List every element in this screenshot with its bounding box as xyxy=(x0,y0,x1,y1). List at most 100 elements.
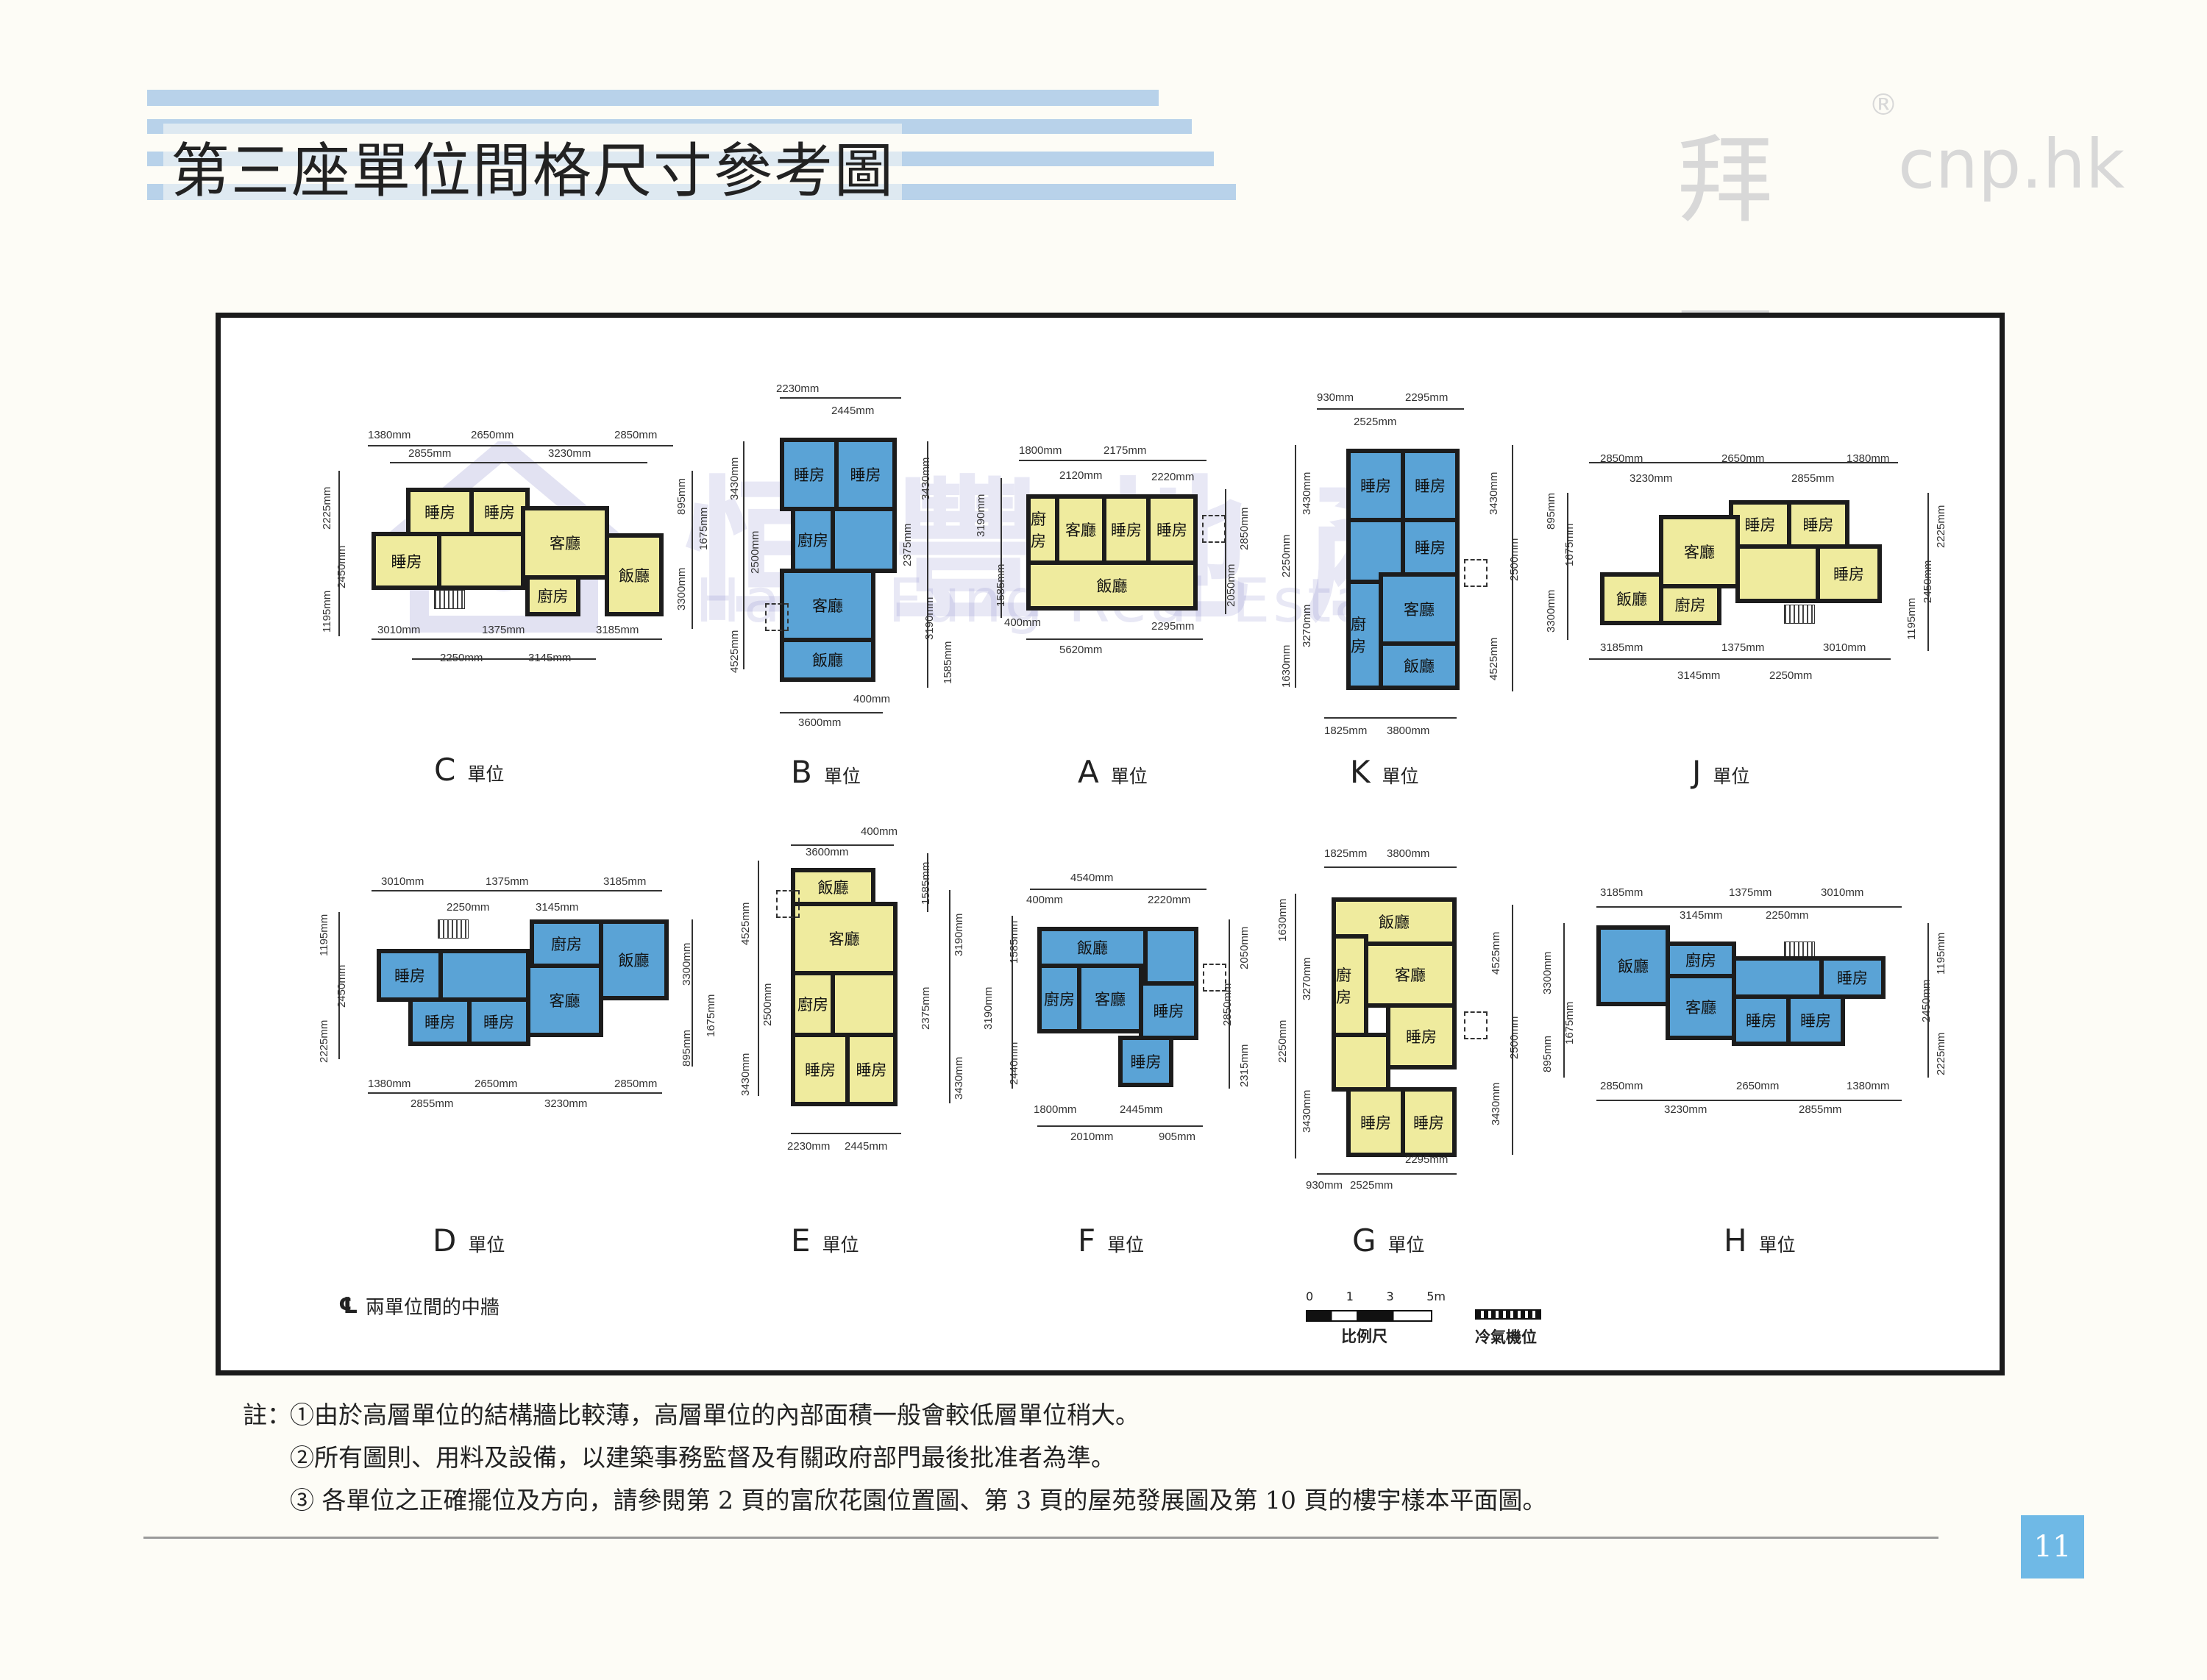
dim-label: 3010mm xyxy=(381,875,424,888)
dim-label: 3145mm xyxy=(536,901,579,914)
bedroom: 睡房 xyxy=(1346,449,1405,522)
ac-grille xyxy=(434,590,465,609)
corridor xyxy=(437,532,525,590)
dim-label: 3185mm xyxy=(596,624,639,636)
living-room: 客廳 xyxy=(1077,964,1143,1033)
dim-label: 1675mm xyxy=(705,994,717,1037)
dim-label: 2250mm xyxy=(1276,1019,1289,1063)
dim-label: 2250mm xyxy=(1280,534,1293,577)
dim-label: 3010mm xyxy=(1821,886,1864,899)
dining-room: 飯廳 xyxy=(791,868,875,906)
dim-label: 1675mm xyxy=(697,507,710,550)
dim-label: 3300mm xyxy=(1545,589,1557,633)
scale-ticks: 0 1 3 5m xyxy=(1306,1289,1446,1303)
dim-label: 1375mm xyxy=(486,875,529,888)
ac-grille xyxy=(438,919,469,939)
dim-label: 1585mm xyxy=(1008,920,1020,964)
scale-tick: 0 xyxy=(1306,1289,1314,1303)
dim-label: 3230mm xyxy=(1630,472,1673,485)
note-item: ③ 各單位之正確擺位及方向，請參閱第 2 頁的富欣花園位置圖、第 3 頁的屋苑發… xyxy=(243,1479,1546,1522)
dining-room: 飯廳 xyxy=(1600,572,1663,625)
dim-label: 2850mm xyxy=(1600,452,1643,465)
dim-label: 400mm xyxy=(861,825,898,838)
scale-tick: 3 xyxy=(1386,1289,1394,1303)
dim-label: 2450mm xyxy=(1920,979,1933,1022)
dim-label: 3185mm xyxy=(1600,641,1643,654)
dim-label: 2525mm xyxy=(1350,1179,1393,1192)
bedroom: 睡房 xyxy=(406,488,474,536)
bedroom: 睡房 xyxy=(1401,1087,1457,1157)
unit-suffix: 單位 xyxy=(1110,766,1148,787)
unit-letter: D xyxy=(433,1222,457,1259)
dim-label: 1380mm xyxy=(1847,452,1890,465)
ac-position-label: 冷氣機位 xyxy=(1475,1328,1537,1346)
logo-registered: ® xyxy=(1869,88,1898,122)
dim-label: 2855mm xyxy=(1799,1103,1842,1116)
unit-suffix: 單位 xyxy=(823,766,861,787)
bedroom: 睡房 xyxy=(1786,994,1845,1046)
dim-label: 2220mm xyxy=(1148,894,1191,906)
dim-label: 3300mm xyxy=(675,567,688,611)
dim-label: 3800mm xyxy=(1387,847,1430,860)
dim-label: 1195mm xyxy=(321,590,333,633)
dim-label: 2500mm xyxy=(749,530,761,574)
centerline-legend-text: 兩單位間的中牆 xyxy=(365,1297,500,1319)
dim-label: 3010mm xyxy=(1823,641,1866,654)
dim-label: 930mm xyxy=(1306,1179,1343,1192)
kitchen: 廚房 xyxy=(530,919,603,968)
bedroom: 睡房 xyxy=(1732,994,1791,1046)
dim-label: 1825mm xyxy=(1324,725,1368,737)
corridor xyxy=(1732,956,1824,999)
corridor xyxy=(438,949,530,1002)
dim-label: 1380mm xyxy=(1847,1080,1890,1092)
dim-label: 2500mm xyxy=(1508,1016,1521,1059)
dim-label: 2650mm xyxy=(475,1078,518,1090)
unit-suffix: 單位 xyxy=(1107,1234,1145,1256)
dining-room: 飯廳 xyxy=(599,919,669,1000)
corridor xyxy=(1735,544,1820,603)
dim-label: 3145mm xyxy=(528,652,572,664)
unit-k-label: K 單位 xyxy=(1350,754,1419,790)
dim-label: 1800mm xyxy=(1034,1103,1077,1116)
unit-j-label: J 單位 xyxy=(1692,754,1749,790)
ac-position xyxy=(1202,515,1226,543)
bedroom: 睡房 xyxy=(1401,518,1460,577)
dim-label: 3430mm xyxy=(739,1053,752,1096)
ac-position xyxy=(1464,559,1488,587)
dining-room: 飯廳 xyxy=(1026,560,1198,611)
dim-label: 3430mm xyxy=(953,1056,965,1100)
dim-label: 2295mm xyxy=(1151,620,1195,633)
living-room: 客廳 xyxy=(1364,942,1457,1008)
dim-label: 2855mm xyxy=(411,1097,454,1110)
dim-label: 3230mm xyxy=(548,447,591,460)
unit-a-label: A 單位 xyxy=(1078,754,1148,790)
dim-label: 1195mm xyxy=(1905,597,1918,640)
kitchen: 廚房 xyxy=(1659,584,1721,625)
living-room: 客廳 xyxy=(791,902,898,975)
kitchen: 廚房 xyxy=(1666,942,1736,978)
dim-label: 400mm xyxy=(1004,616,1042,629)
dim-label: 3300mm xyxy=(680,942,693,986)
scale-tick: 1 xyxy=(1346,1289,1354,1303)
bedroom: 睡房 xyxy=(1139,981,1198,1040)
dim-label: 3270mm xyxy=(1301,604,1313,647)
bedroom: 睡房 xyxy=(408,997,472,1046)
bedroom: 睡房 xyxy=(845,1033,898,1106)
ac-grille-icon xyxy=(1475,1309,1541,1320)
dim-label: 895mm xyxy=(675,477,688,515)
dim-label: 2850mm xyxy=(614,429,658,441)
unit-g-label: G 單位 xyxy=(1352,1222,1425,1259)
dim-label: 2525mm xyxy=(1354,416,1397,428)
dim-label: 3145mm xyxy=(1680,909,1723,922)
dim-label: 2225mm xyxy=(318,1019,330,1063)
dim-label: 2650mm xyxy=(471,429,514,441)
dim-label: 1800mm xyxy=(1019,444,1062,457)
dim-label: 3600mm xyxy=(798,716,842,729)
dim-label: 2175mm xyxy=(1104,444,1147,457)
notes: 註： ①由於高層單位的結構牆比較薄，高層單位的內部面積一般會較低層單位稍大。 ②… xyxy=(243,1394,1546,1522)
bedroom: 睡房 xyxy=(1816,544,1882,603)
dim-label: 400mm xyxy=(853,693,891,705)
dim-label: 1195mm xyxy=(1935,932,1947,975)
unit-letter: E xyxy=(791,1222,811,1259)
dim-label: 2225mm xyxy=(321,486,333,530)
